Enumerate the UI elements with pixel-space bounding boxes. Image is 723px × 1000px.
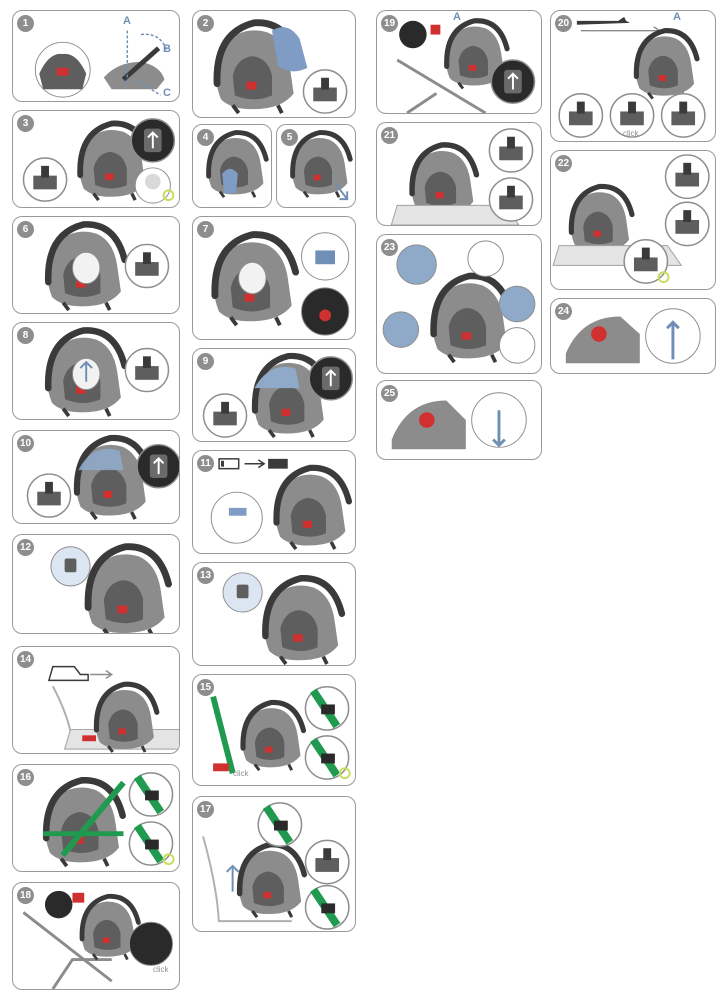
step-number: 17 bbox=[197, 801, 214, 818]
step-2-panel: 2 bbox=[192, 10, 356, 118]
stroller-mount-illustration bbox=[22, 890, 174, 989]
step-6-panel: 6 bbox=[12, 216, 180, 314]
step-8-panel: 8 bbox=[12, 322, 180, 420]
step-number: 9 bbox=[197, 353, 214, 370]
step-number: 14 bbox=[17, 651, 34, 668]
canopy-close-illustration bbox=[26, 431, 179, 523]
step-23-panel: 23 bbox=[376, 234, 542, 374]
step-17-panel: 17 bbox=[192, 796, 356, 932]
step-16-panel: 16 bbox=[12, 764, 180, 872]
label-b: B bbox=[163, 43, 171, 55]
belt-route-illustration bbox=[13, 765, 179, 871]
label-a: A bbox=[123, 15, 131, 27]
seat-adjust-illustration bbox=[34, 30, 168, 98]
step-number: 16 bbox=[17, 769, 34, 786]
insert-illustration bbox=[193, 11, 348, 117]
step-9-panel: 9 bbox=[192, 348, 356, 442]
button-hold-illustration bbox=[222, 572, 355, 665]
step-number: 1 bbox=[17, 15, 34, 32]
step-number: 25 bbox=[381, 385, 398, 402]
step-10-panel: 10 bbox=[12, 430, 180, 524]
step-number: 23 bbox=[381, 239, 398, 256]
baby-placement-illustration bbox=[13, 217, 170, 313]
insert-remove-illustration bbox=[193, 125, 271, 207]
step-14-panel: 14 bbox=[12, 646, 180, 754]
step-24-panel: 24 bbox=[550, 298, 716, 374]
step-number: 7 bbox=[197, 221, 214, 238]
step-number: 21 bbox=[381, 127, 398, 144]
step-number: 11 bbox=[197, 455, 214, 472]
step-number: 4 bbox=[197, 129, 214, 146]
step-13-panel: 13 bbox=[192, 562, 356, 666]
step-number: 20 bbox=[555, 15, 572, 32]
label-a: A bbox=[673, 11, 681, 23]
step-1-panel: 1 A B C bbox=[12, 10, 180, 102]
step-number: 19 bbox=[381, 15, 398, 32]
vehicle-install-illustration bbox=[47, 665, 179, 753]
step-number: 18 bbox=[17, 887, 34, 904]
aircraft-use-illustration bbox=[558, 16, 706, 138]
harness-height-illustration bbox=[22, 117, 176, 204]
label-c: C bbox=[163, 87, 171, 99]
step-21-panel: 21 bbox=[376, 122, 542, 226]
step-7-panel: 7 bbox=[192, 216, 356, 340]
canopy-open-illustration bbox=[202, 349, 354, 441]
step-number: 10 bbox=[17, 435, 34, 452]
step-5-panel: 5 bbox=[276, 124, 356, 208]
step-number: 2 bbox=[197, 15, 214, 32]
cover-removal-illustration bbox=[382, 240, 536, 373]
step-number: 15 bbox=[197, 679, 214, 696]
removal-illustration bbox=[202, 797, 355, 931]
stroller-release-illustration bbox=[396, 11, 536, 113]
step-3-panel: 3 bbox=[12, 110, 180, 208]
button-press-illustration bbox=[50, 535, 179, 633]
base-release-illustration bbox=[565, 308, 701, 364]
step-number: 13 bbox=[197, 567, 214, 584]
click-label: click bbox=[153, 965, 169, 974]
step-number: 5 bbox=[281, 129, 298, 146]
step-19-panel: 19 A bbox=[376, 10, 542, 114]
belt-guide-illustration bbox=[552, 154, 710, 284]
click-label: click bbox=[623, 129, 639, 138]
step-number: 24 bbox=[555, 303, 572, 320]
battery-illustration bbox=[210, 458, 355, 553]
belt-release-illustration bbox=[390, 128, 534, 225]
step-15-panel: 15 click bbox=[192, 674, 356, 786]
step-number: 12 bbox=[17, 539, 34, 556]
insert-stow-illustration bbox=[277, 125, 355, 201]
buckle-illustration bbox=[193, 217, 350, 336]
click-label: click bbox=[233, 769, 249, 778]
base-adjust-illustration bbox=[391, 392, 527, 450]
step-number: 22 bbox=[555, 155, 572, 172]
step-number: 6 bbox=[17, 221, 34, 238]
step-number: 8 bbox=[17, 327, 34, 344]
step-22-panel: 22 bbox=[550, 150, 716, 290]
step-25-panel: 25 bbox=[376, 380, 542, 460]
step-4-panel: 4 bbox=[192, 124, 272, 208]
harness-tighten-illustration bbox=[13, 323, 170, 419]
step-20-panel: 20 A click bbox=[550, 10, 716, 142]
label-a: A bbox=[453, 11, 461, 23]
step-12-panel: 12 bbox=[12, 534, 180, 634]
seatbelt-illustration bbox=[210, 675, 355, 785]
step-18-panel: 18 click bbox=[12, 882, 180, 990]
step-11-panel: 11 bbox=[192, 450, 356, 554]
step-number: 3 bbox=[17, 115, 34, 132]
